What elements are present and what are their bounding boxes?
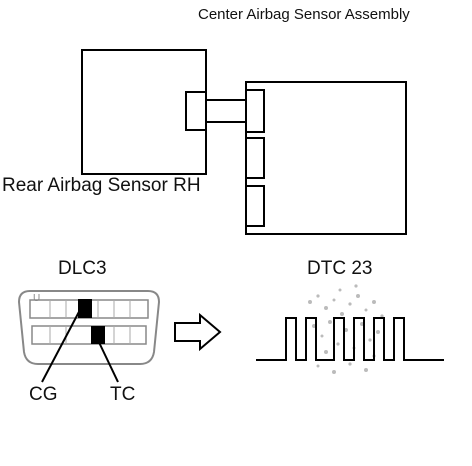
center-airbag-sensor-label: Center Airbag Sensor Assembly bbox=[198, 6, 410, 23]
cg-terminal-label: CG bbox=[29, 384, 58, 405]
dlc3-pin-row-bottom bbox=[31, 325, 147, 345]
tc-terminal-label: TC bbox=[110, 384, 136, 405]
center-connector-1 bbox=[245, 89, 265, 133]
dlc3-label: DLC3 bbox=[58, 258, 107, 279]
cg-leader-line bbox=[41, 307, 82, 383]
center-connector-3 bbox=[245, 185, 265, 227]
tc-leader-line bbox=[95, 335, 119, 383]
center-connector-2 bbox=[245, 137, 265, 179]
rear-airbag-sensor-label: Rear Airbag Sensor RH bbox=[2, 175, 202, 197]
connector-link bbox=[185, 91, 207, 131]
center-airbag-sensor-box bbox=[245, 81, 407, 235]
dlc3-tc-pin bbox=[91, 326, 105, 344]
dtc-23-waveform bbox=[256, 317, 444, 361]
dlc3-cg-pin bbox=[78, 299, 92, 318]
connector-link-bar bbox=[205, 99, 247, 123]
arrow-icon bbox=[174, 312, 222, 352]
dlc3-pin-marker: U bbox=[33, 293, 41, 304]
dtc-code-label: DTC 23 bbox=[307, 258, 373, 279]
